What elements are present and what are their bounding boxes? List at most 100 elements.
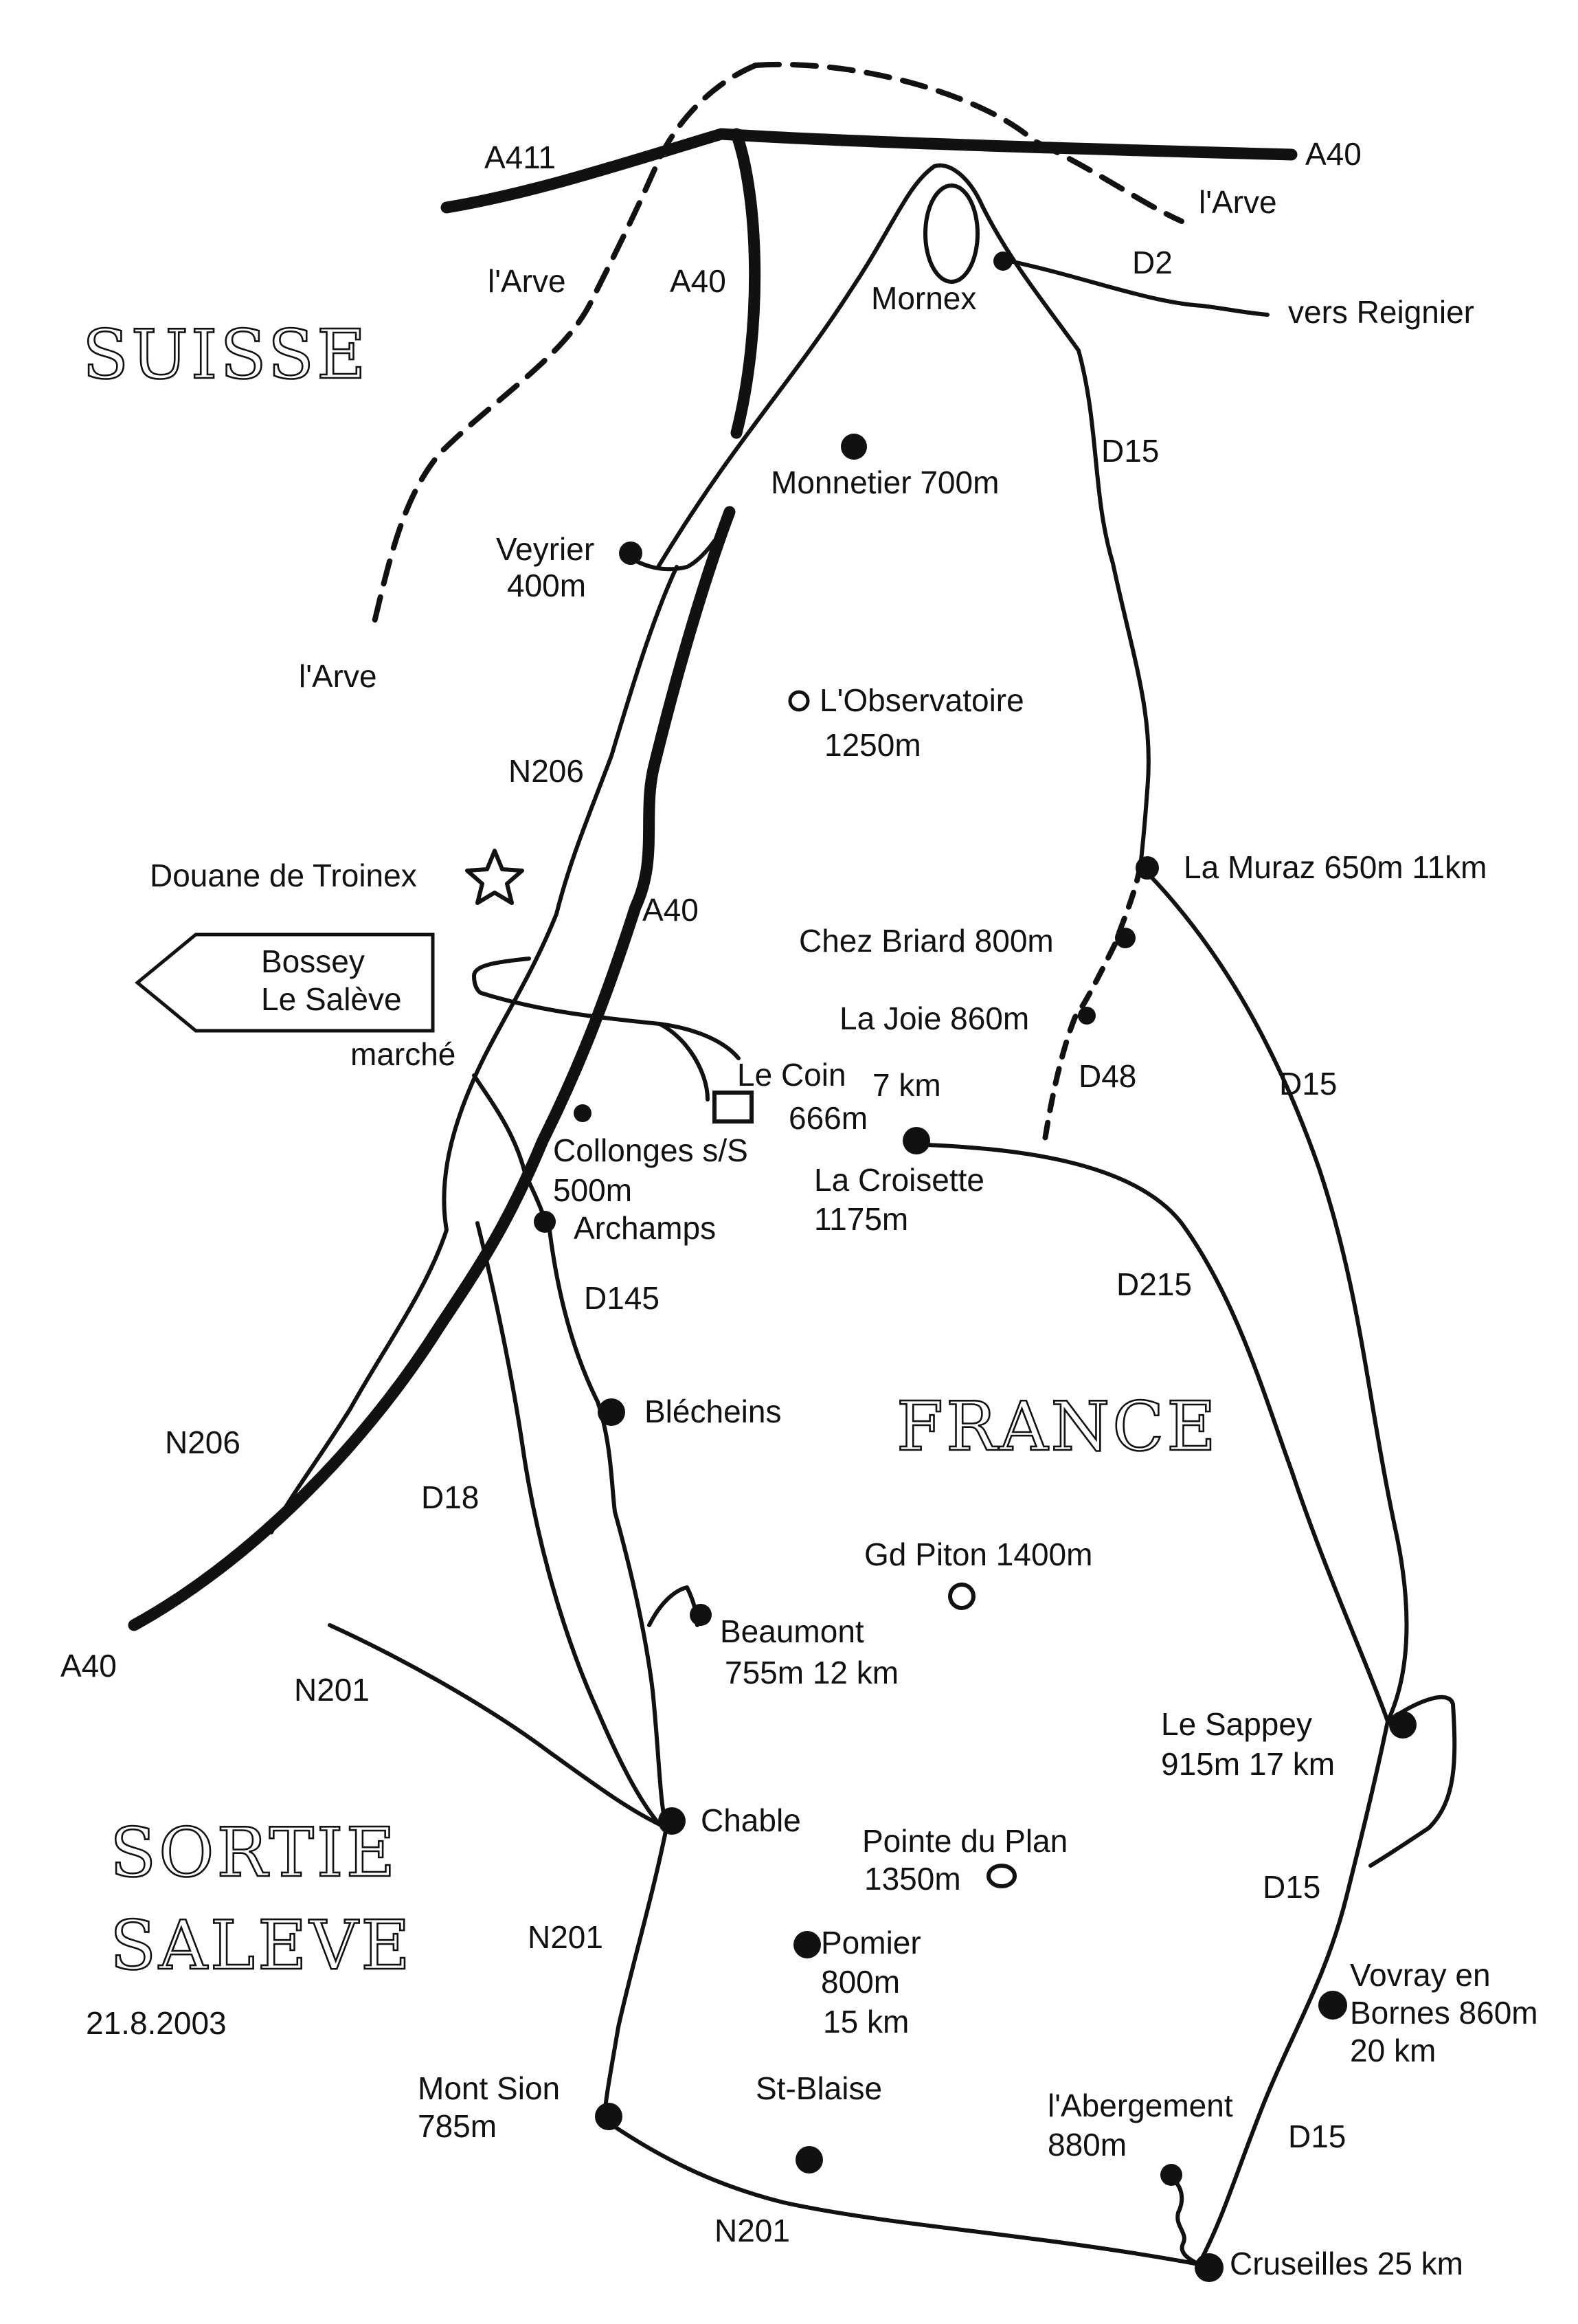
signpost-line2: Le Salève	[261, 981, 402, 1017]
label-d145: D145	[584, 1280, 660, 1316]
road-n206	[269, 565, 679, 1534]
label-mornex: Mornex	[871, 280, 976, 316]
label-la-muraz: La Muraz 650m 11km	[1184, 849, 1487, 885]
road-d215	[906, 1142, 1390, 1723]
label-arve-mid: l'Arve	[488, 263, 566, 299]
label-le-coin-2: 7 km	[872, 1067, 941, 1103]
road-d2-d15-ridge	[656, 163, 1151, 868]
motorway-a411-a40-top	[440, 128, 1298, 214]
label-gd-piton: Gd Piton 1400m	[864, 1537, 1092, 1572]
marker-chez-briard	[1115, 928, 1136, 948]
road-d18	[475, 1221, 662, 1826]
label-beaumont-2: 755m 12 km	[725, 1655, 899, 1690]
label-pomier-3: 15 km	[823, 2004, 909, 2040]
road-d48	[1041, 863, 1143, 1147]
label-d15-se: D15	[1288, 2119, 1346, 2154]
mornex-lake	[923, 183, 980, 284]
label-d215: D215	[1116, 1266, 1192, 1302]
label-n201-west: N201	[294, 1672, 370, 1708]
marker-st-blaise	[796, 2146, 823, 2174]
marker-observatoire	[788, 690, 810, 712]
motorway-a40-west	[128, 506, 736, 1631]
label-pomier-1: Pomier	[821, 1925, 921, 1960]
label-pointe-plan-1: Pointe du Plan	[862, 1823, 1068, 1859]
label-chez-briard: Chez Briard 800m	[799, 923, 1054, 959]
label-la-croisette-2: 1175m	[814, 1201, 908, 1237]
label-le-sappey-1: Le Sappey	[1161, 1706, 1312, 1742]
label-a40-north: A40	[670, 263, 726, 299]
label-mont-sion-2: 785m	[418, 2108, 497, 2144]
road-le-coin-branch	[657, 1022, 710, 1102]
label-abergement-1: l'Abergement	[1048, 2088, 1233, 2123]
label-abergement-2: 880m	[1048, 2127, 1127, 2163]
marker-chable	[658, 1807, 686, 1835]
star-icon	[465, 849, 524, 905]
label-a40-east: A40	[1305, 136, 1362, 172]
label-blecheins: Blécheins	[644, 1394, 781, 1429]
road-d2-to-reignier	[1001, 258, 1270, 317]
label-beaumont-1: Beaumont	[720, 1613, 864, 1649]
road-bossey-link	[472, 957, 741, 1060]
label-n206-south: N206	[165, 1424, 240, 1460]
label-collonges-2: 500m	[553, 1172, 632, 1208]
label-marche: marché	[350, 1036, 455, 1072]
label-cruseilles: Cruseilles 25 km	[1230, 2246, 1463, 2281]
label-d15-north: D15	[1101, 433, 1159, 469]
marker-mont-sion	[595, 2103, 622, 2130]
marker-la-muraz	[1136, 856, 1159, 880]
river-arve	[753, 61, 1184, 224]
label-d15-south: D15	[1263, 1869, 1320, 1905]
label-mont-sion-1: Mont Sion	[418, 2070, 560, 2106]
label-vovray-1: Vovray en	[1350, 1957, 1491, 1993]
road-d15-east	[1138, 864, 1409, 1723]
label-d18: D18	[421, 1479, 479, 1515]
label-le-sappey-2: 915m 17 km	[1161, 1746, 1335, 1782]
label-veyrier-1: Veyrier	[496, 531, 594, 567]
marker-cruseilles	[1195, 2253, 1224, 2282]
label-arve-ne: l'Arve	[1199, 184, 1277, 220]
label-la-joie: La Joie 860m	[839, 1001, 1029, 1036]
marker-abergement	[1160, 2164, 1182, 2186]
marker-la-joie	[1078, 1007, 1096, 1025]
marker-pomier	[793, 1931, 821, 1958]
road-abergement-spur	[1169, 2176, 1201, 2266]
marker-mornex	[993, 252, 1013, 271]
label-vovray-2: Bornes 860m	[1350, 1995, 1538, 2031]
marker-archamps	[534, 1211, 556, 1233]
label-chable: Chable	[701, 1802, 801, 1838]
river-arve-west	[372, 63, 758, 625]
label-n201-mid: N201	[528, 1919, 603, 1955]
marker-collonges	[574, 1104, 591, 1122]
road-d145	[548, 1228, 668, 1830]
marker-pointe-du-plan	[987, 1864, 1017, 1888]
label-arve-w: l'Arve	[299, 658, 377, 694]
label-monnetier: Monnetier 700m	[771, 465, 999, 500]
label-pomier-2: 800m	[821, 1964, 900, 2000]
road-d15-south	[1197, 1719, 1390, 2266]
label-a40-mid: A40	[642, 892, 699, 928]
marker-gd-piton	[948, 1583, 976, 1610]
label-observatoire-1: L'Observatoire	[820, 682, 1024, 718]
signpost-bossey-le-saleve	[135, 932, 435, 1033]
label-d15-east: D15	[1279, 1066, 1337, 1102]
label-collonges-1: Collonges s/S	[553, 1132, 748, 1168]
signpost-line1: Bossey	[261, 943, 365, 979]
label-le-coin-3: 666m	[789, 1100, 868, 1136]
label-n201-south: N201	[714, 2213, 790, 2248]
region-france: FRANCE	[897, 1388, 1219, 1466]
marker-blecheins	[598, 1398, 625, 1426]
motorway-a40-north-branch	[730, 128, 761, 439]
label-a40-sw: A40	[60, 1648, 117, 1684]
label-n206-north: N206	[508, 753, 584, 789]
road-veyrier-spur	[623, 520, 729, 572]
label-vovray-3: 20 km	[1350, 2033, 1436, 2068]
label-douane: Douane de Troinex	[150, 858, 417, 893]
road-sappey-loop	[1368, 1695, 1457, 1868]
label-veyrier-2: 400m	[507, 568, 586, 603]
title-saleve: SALEVE	[110, 1907, 413, 1985]
marker-beaumont	[690, 1604, 712, 1626]
label-la-croisette-1: La Croisette	[814, 1162, 984, 1198]
marker-la-croisette	[903, 1127, 930, 1154]
label-vers-reignier: vers Reignier	[1288, 294, 1474, 330]
